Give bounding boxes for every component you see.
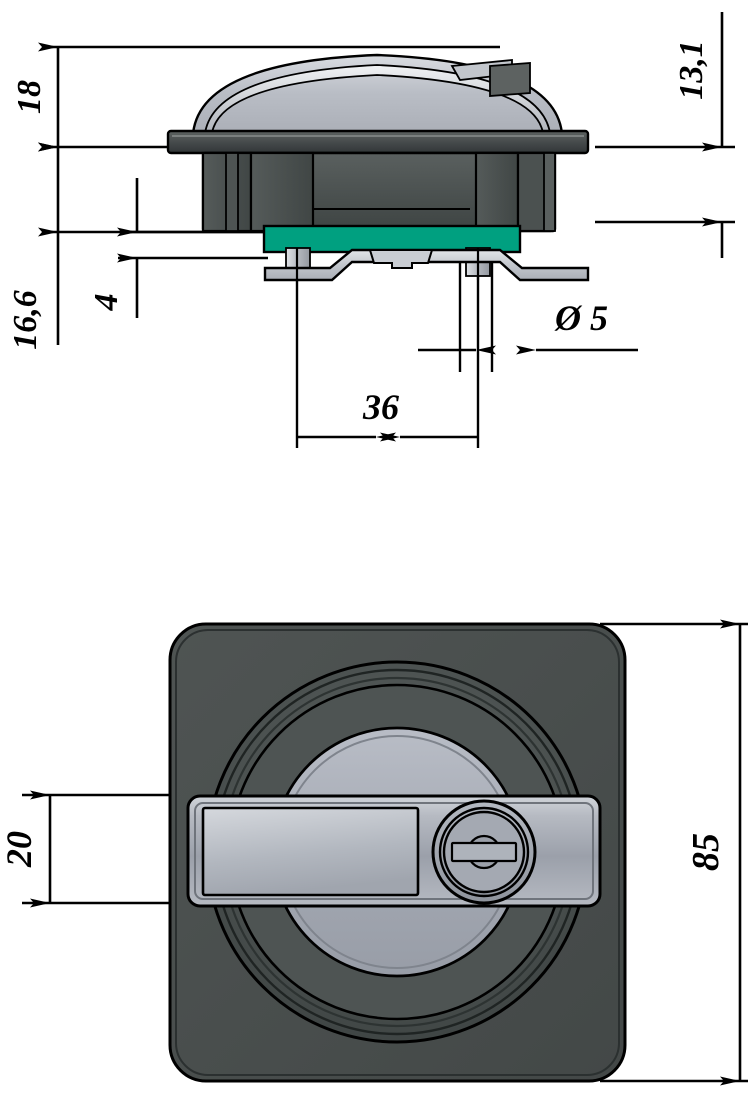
pin-stems [295,248,480,280]
handle-face-plate [201,806,420,897]
dome-right-tab [489,62,531,97]
dim-36: 36 [297,387,478,442]
dim-4: 4 [88,178,139,318]
dim-85: 85 [685,619,742,1086]
side-assembly [166,53,590,282]
side-view: 18 16,6 4 13,1 Ø 5 3 [7,12,735,448]
dim-13-1: 13,1 [673,12,724,258]
terminal-notches [201,151,556,233]
dim-36-label: 36 [362,387,399,427]
lock-ring-2 [438,806,530,898]
housing-inner-edge [175,629,620,1076]
dim-85-label: 85 [685,833,727,871]
dim-4-label: 4 [88,294,125,312]
dim-d5-label: Ø 5 [554,298,608,338]
mounting-bracket [263,248,590,282]
dim-20-label: 20 [0,831,39,868]
dim-13-1-label: 13,1 [673,40,710,100]
bracket-center-boss [368,249,434,269]
handle-bar-inner-edge [194,802,594,900]
dim-d5: Ø 5 [418,298,638,355]
mounting-flange [166,129,590,155]
key-slot [450,841,518,863]
bottom-view: 20 85 [0,619,748,1086]
dim-18: 18 [11,42,60,152]
dim-16-6-label: 16,6 [7,290,44,350]
dim-16-6: 16,6 [7,142,60,350]
dim-18-label: 18 [11,80,48,114]
dim-20: 20 [0,790,52,908]
